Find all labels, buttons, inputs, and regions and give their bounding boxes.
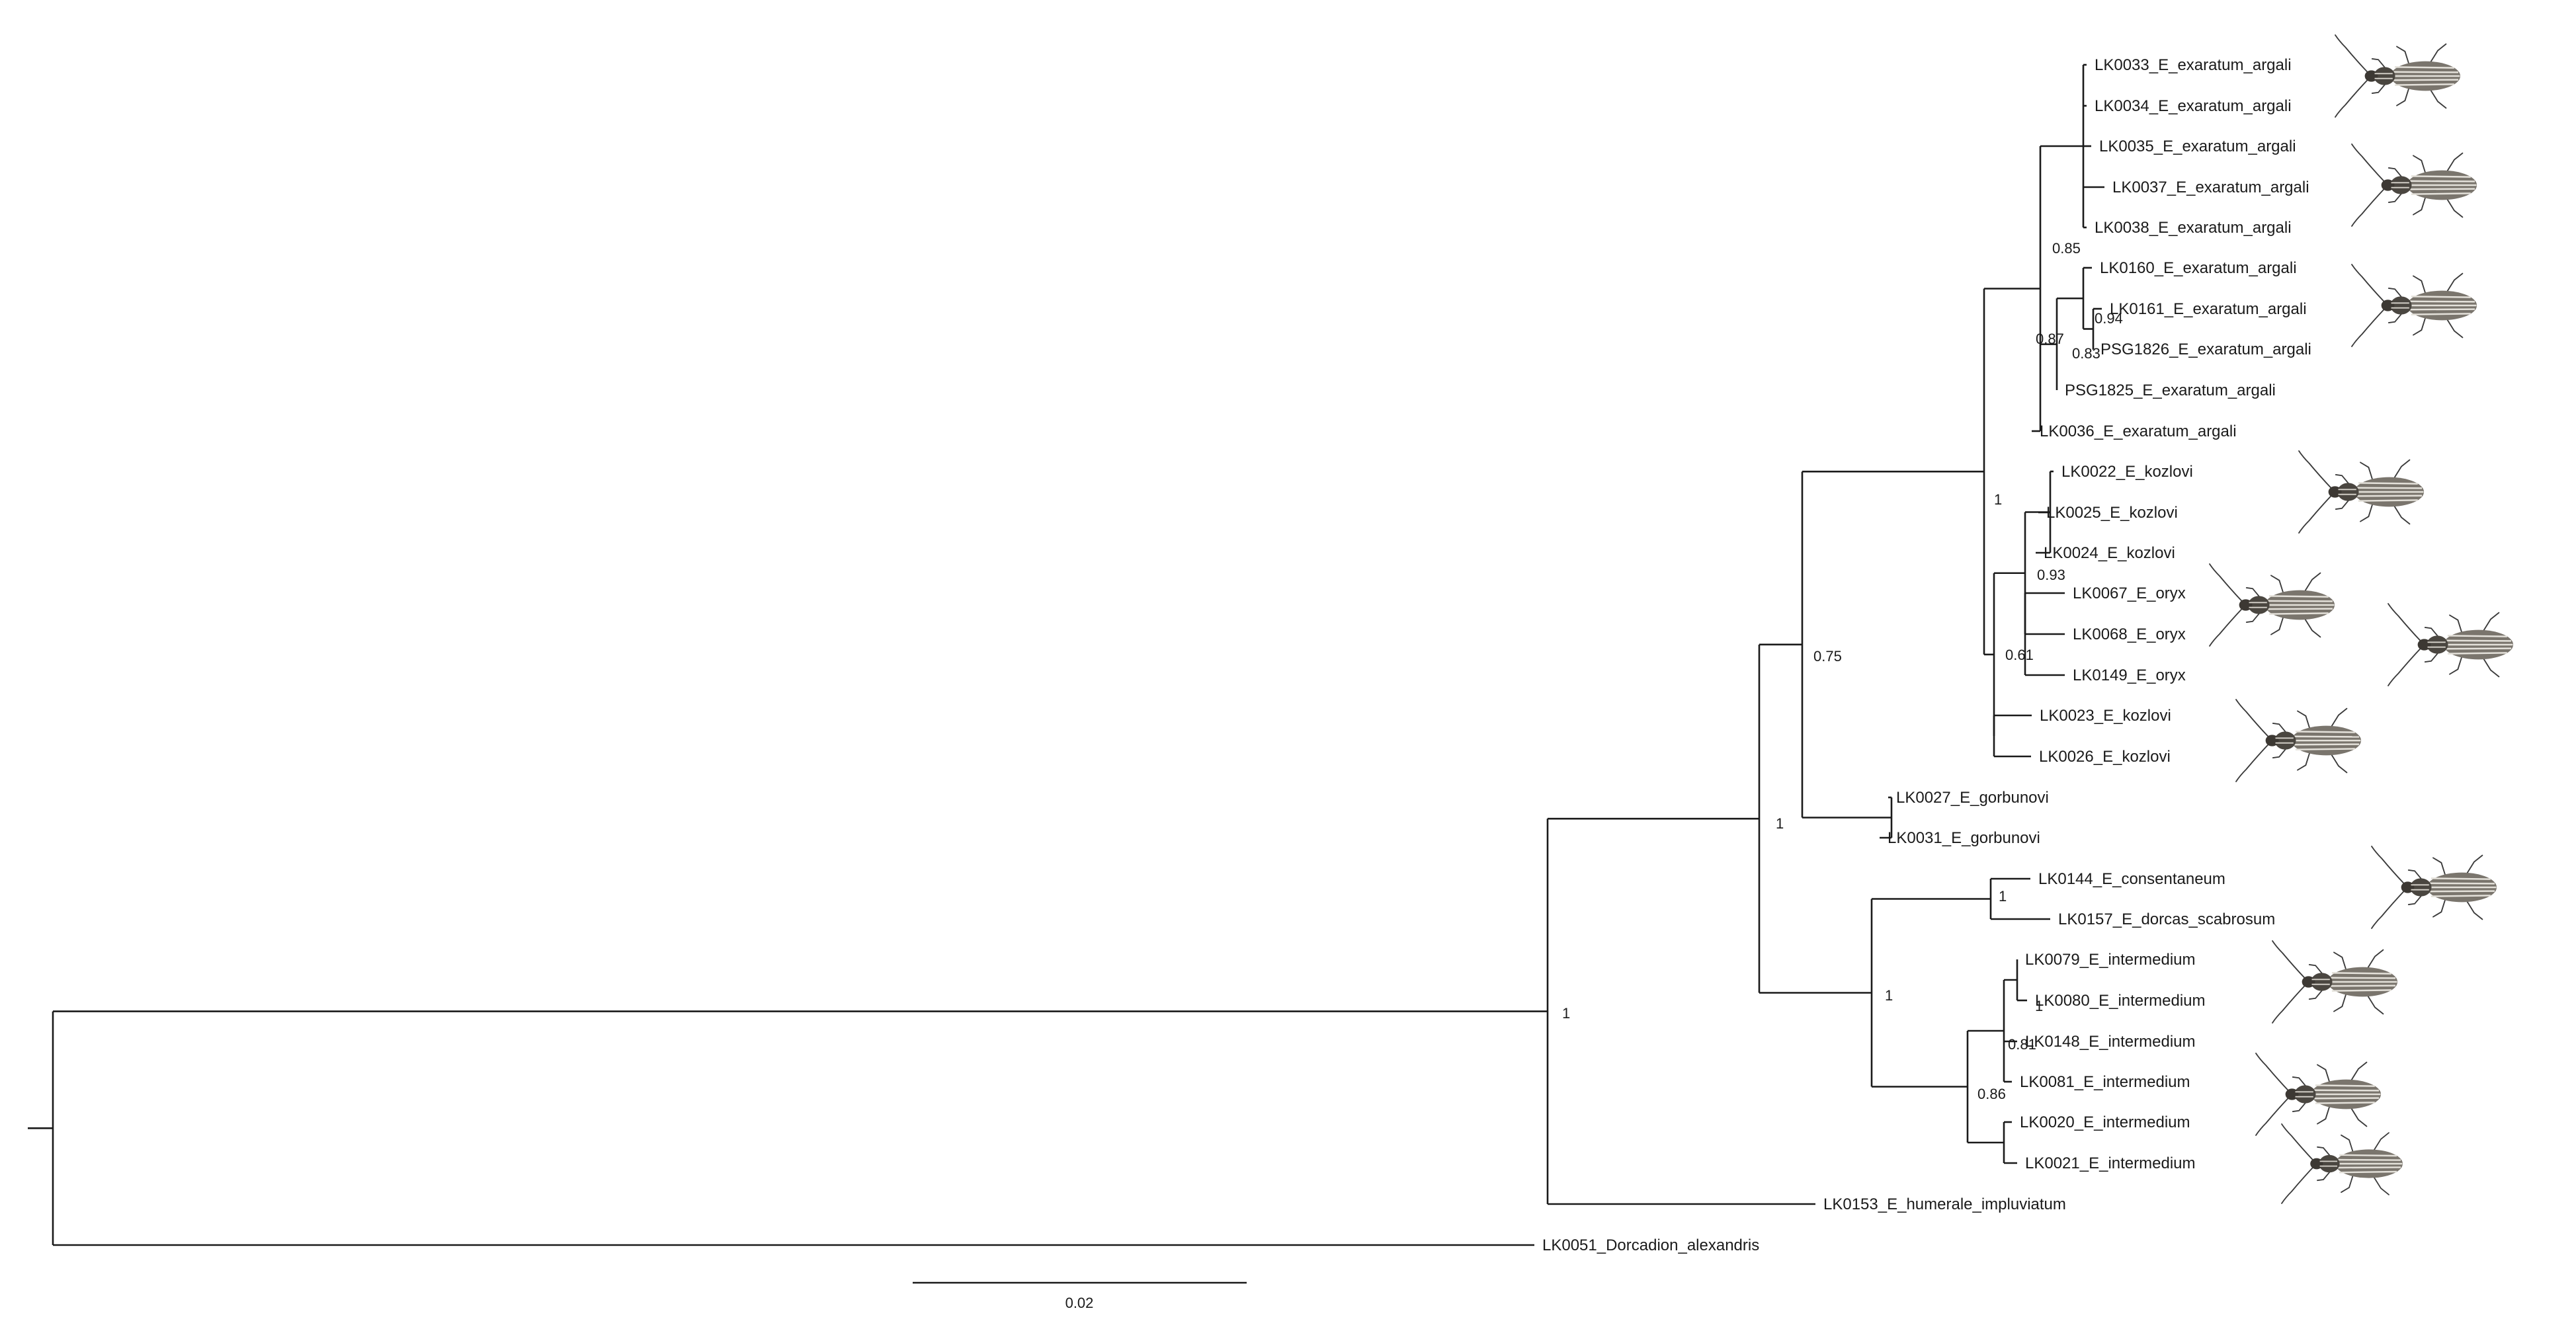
- tip-label: LK0051_Dorcadion_alexandris: [1542, 1236, 1759, 1254]
- tip-labels: LK0033_E_exaratum_argaliLK0034_E_exaratu…: [1542, 56, 2311, 1254]
- support-value: 0.85: [2052, 240, 2081, 257]
- tip-label: LK0149_E_oryx: [2073, 666, 2186, 684]
- tip-label: LK0027_E_gorbunovi: [1896, 789, 2049, 807]
- support-value: 0.83: [2072, 345, 2100, 362]
- beetle-photo: [2255, 1052, 2382, 1137]
- specimen-photos: [2208, 34, 2514, 1205]
- tip-label: LK0157_E_dorcas_scabrosum: [2058, 910, 2275, 928]
- support-value: 1: [1562, 1005, 1570, 1022]
- tip-label: LK0021_E_intermedium: [2025, 1154, 2196, 1172]
- support-value: 0.86: [1977, 1086, 2006, 1102]
- tip-label: LK0026_E_kozlovi: [2039, 748, 2171, 766]
- support-values: 0.85 0.94 0.87 0.83 1 0.93 0.61 0.75 1 1 1 1 0.81 0.8…: [1562, 240, 2123, 1102]
- tip-label: LK0148_E_intermedium: [2025, 1033, 2196, 1051]
- tip-label: LK0067_E_oryx: [2073, 585, 2186, 602]
- tip-label: LK0020_E_intermedium: [2020, 1113, 2190, 1131]
- beetle-photo: [2387, 602, 2514, 687]
- tip-label: LK0036_E_exaratum_argali: [2040, 423, 2237, 440]
- tip-label: LK0161_E_exaratum_argali: [2110, 300, 2307, 318]
- tip-label: LK0068_E_oryx: [2073, 625, 2186, 643]
- tip-label: LK0034_E_exaratum_argali: [2095, 97, 2292, 115]
- tip-label: PSG1826_E_exaratum_argali: [2100, 341, 2311, 358]
- tip-label: LK0144_E_consentaneum: [2038, 870, 2225, 888]
- tip-label: LK0038_E_exaratum_argali: [2095, 219, 2292, 237]
- scale-bar-label: 0.02: [1065, 1295, 1094, 1311]
- beetle-photo: [2208, 563, 2336, 647]
- beetle-photo: [2334, 34, 2462, 118]
- tip-label: LK0160_E_exaratum_argali: [2100, 259, 2297, 277]
- support-value: 1: [1994, 491, 2002, 508]
- support-value: 0.87: [2036, 331, 2064, 347]
- beetle-photo: [2280, 1123, 2404, 1205]
- tip-label: LK0035_E_exaratum_argali: [2099, 138, 2296, 155]
- support-value: 1: [1999, 888, 2007, 905]
- tip-label: LK0033_E_exaratum_argali: [2095, 56, 2292, 74]
- beetle-photo: [2350, 263, 2478, 348]
- tip-label: LK0153_E_humerale_impluviatum: [1823, 1195, 2066, 1213]
- tip-label: LK0081_E_intermedium: [2020, 1073, 2190, 1091]
- tree-branches: [28, 63, 2104, 1246]
- beetle-photo: [2271, 940, 2399, 1024]
- support-value: 0.81: [2008, 1036, 2036, 1053]
- tip-label: LK0037_E_exaratum_argali: [2112, 179, 2309, 196]
- tip-label: LK0080_E_intermedium: [2035, 992, 2206, 1010]
- beetle-photo: [2235, 698, 2362, 783]
- tip-label: LK0079_E_intermedium: [2025, 951, 2196, 969]
- support-value: 1: [2035, 998, 2043, 1014]
- beetle-photo: [2370, 845, 2498, 930]
- support-value: 1: [1885, 987, 1893, 1004]
- tip-label: LK0024_E_kozlovi: [2044, 544, 2175, 562]
- tip-label: LK0022_E_kozlovi: [2061, 463, 2193, 481]
- tip-label: PSG1825_E_exaratum_argali: [2065, 382, 2276, 399]
- tip-label: LK0023_E_kozlovi: [2040, 707, 2171, 725]
- beetle-photo: [2350, 143, 2478, 227]
- scale-bar: 0.02: [913, 1281, 1247, 1311]
- support-value: 0.75: [1813, 648, 1842, 665]
- support-value: 0.94: [2095, 310, 2123, 327]
- beetle-photo: [2298, 450, 2425, 534]
- support-value: 0.93: [2037, 567, 2065, 583]
- tip-label: LK0031_E_gorbunovi: [1888, 829, 2040, 847]
- support-value: 0.61: [2005, 647, 2034, 663]
- support-value: 1: [1776, 815, 1784, 832]
- tip-label: LK0025_E_kozlovi: [2046, 504, 2178, 522]
